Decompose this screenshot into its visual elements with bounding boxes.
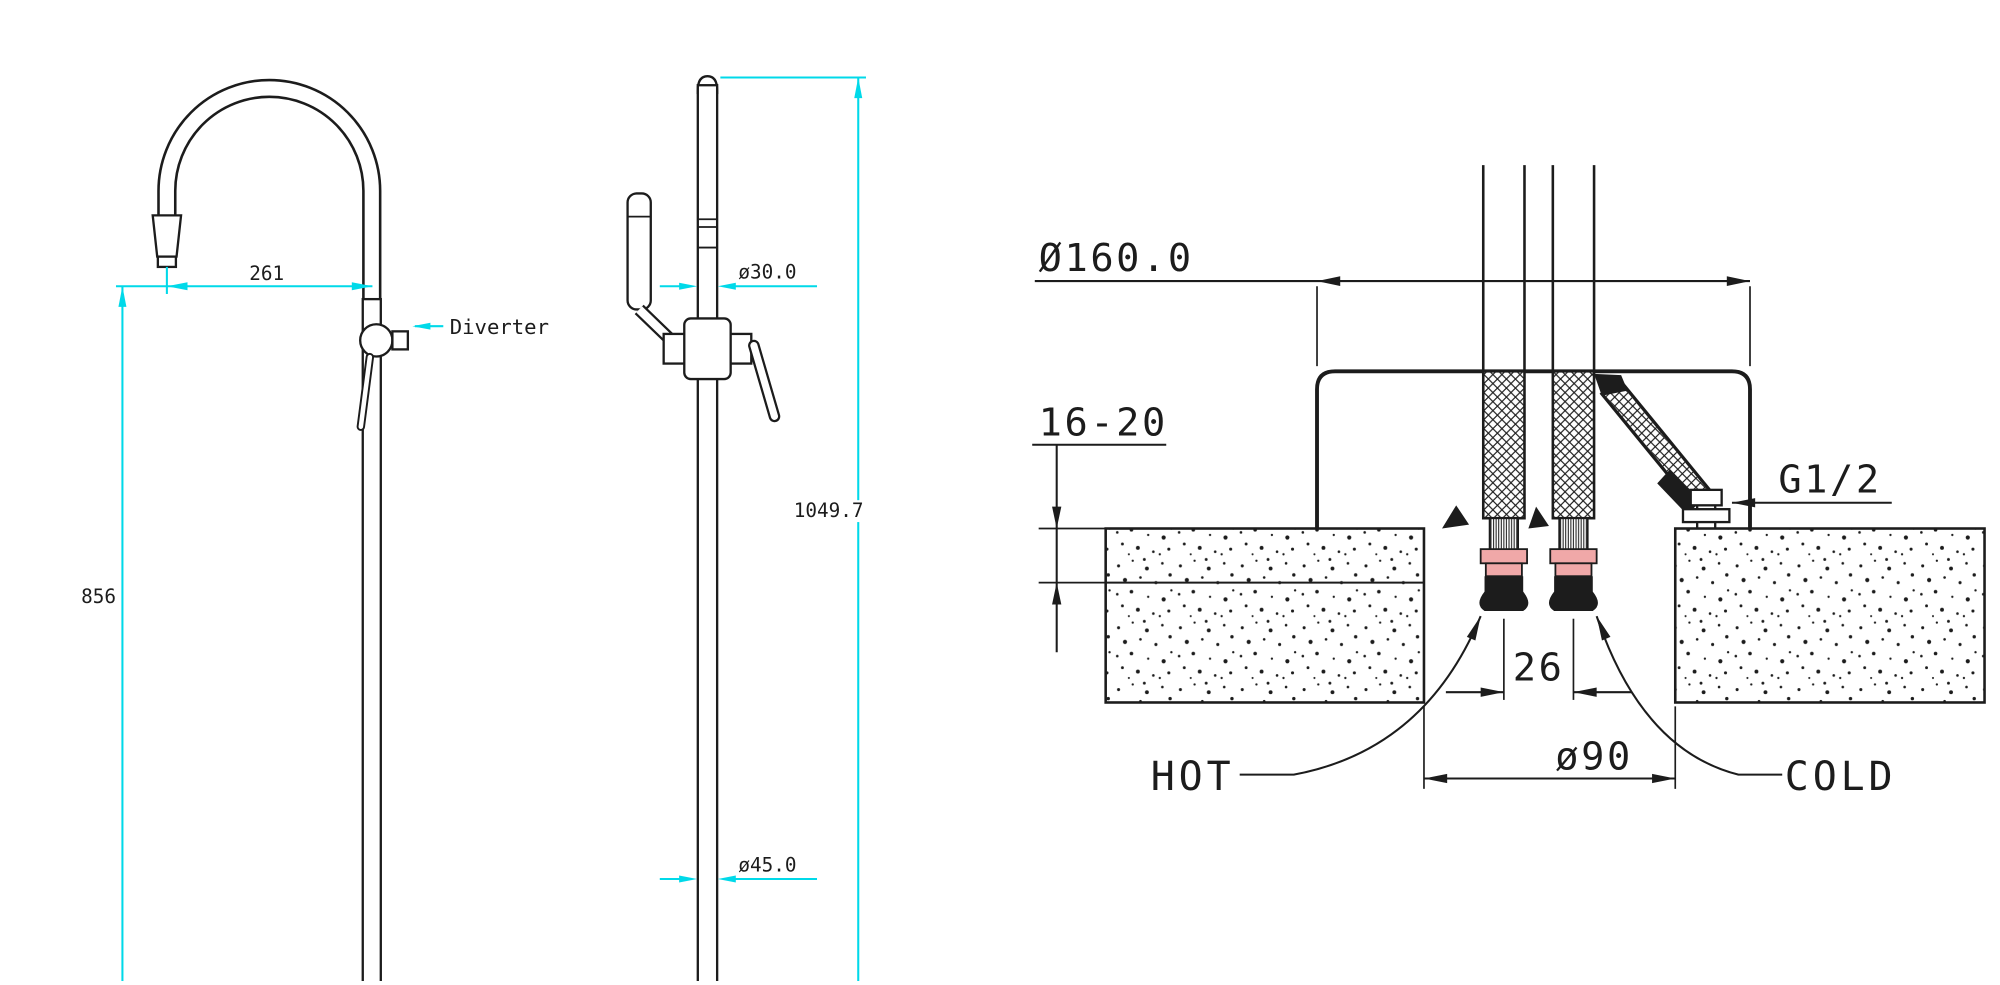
- cold-leader-line: [1595, 615, 1783, 776]
- column-joint-lines: [697, 218, 718, 249]
- ink-layer: [151, 75, 1986, 985]
- dimension-labels: 261 856 Diverter ø30.0 1049.7 ø45.0 Ø160…: [81, 236, 1897, 877]
- hot-washer-upper: [1479, 548, 1528, 565]
- hose-left-braided: [1481, 370, 1526, 520]
- installation-detail: [1032, 165, 1986, 789]
- overall-height-label-mask: [791, 500, 866, 523]
- cold-inlet-nut: [1548, 576, 1598, 611]
- inlet-washers: [1479, 548, 1598, 578]
- dim-deck-thickness: 16-20: [1039, 401, 1168, 446]
- faucet-column-front: [696, 84, 719, 985]
- label-thread-size: G1/2: [1778, 457, 1881, 502]
- floor-slab-right: [1673, 527, 1986, 704]
- dim-column-diameter: ø30.0: [738, 261, 796, 284]
- mounting-cover: [1315, 369, 1752, 529]
- angled-hose-top-elbow: [1594, 373, 1628, 396]
- dim-spout-reach: 261: [249, 262, 284, 285]
- spout-nozzle: [151, 214, 183, 269]
- hot-leader-line: [1239, 615, 1482, 776]
- dim-cover-diameter: Ø160.0: [1039, 236, 1194, 281]
- floor-slab-left: [1104, 527, 1426, 704]
- hot-washer-lower: [1484, 562, 1523, 578]
- hot-inlet-threaded-stub: [1488, 517, 1520, 552]
- dim-hole-diameter: ø90: [1555, 734, 1633, 779]
- side-view-faucet: [151, 78, 410, 985]
- gooseneck-spout: [157, 78, 382, 331]
- label-cold: COLD: [1785, 754, 1897, 800]
- inlet-lock-nuts: [1479, 576, 1598, 611]
- cold-inlet-threaded-stub: [1558, 517, 1589, 552]
- dim-inlet-spacing: 26: [1513, 646, 1565, 691]
- hose-angled-braided: [1599, 377, 1713, 508]
- dim-base-column-diameter: ø45.0: [738, 853, 796, 876]
- hot-inlet-nut: [1479, 576, 1529, 611]
- detail-dimension-lines: [1032, 280, 1892, 780]
- label-diverter: Diverter: [450, 315, 549, 339]
- cross-body: [662, 317, 753, 381]
- hose-junction-fittings: [1442, 373, 1702, 529]
- cyan-arrowheads: [118, 77, 863, 883]
- cold-washer-lower: [1554, 562, 1593, 578]
- diverter-knob: [359, 323, 410, 358]
- detail-arrowheads: [1052, 276, 1756, 784]
- hose-right-braided: [1551, 370, 1596, 520]
- supply-hose-lines-top: [1481, 165, 1596, 372]
- deck-clamp-left: [1442, 505, 1470, 529]
- label-hot: HOT: [1151, 754, 1235, 800]
- cyan-dimension-lines: [115, 76, 866, 985]
- dim-spout-height: 856: [81, 585, 116, 608]
- deck-clamp-middle: [1528, 506, 1549, 529]
- detail-extension-lines: [1038, 286, 1751, 789]
- diverter-lever-front: [748, 339, 781, 423]
- faucet-column-side: [361, 297, 382, 985]
- dim-overall-height: 1049.7: [794, 499, 864, 522]
- diverter-lever-side: [356, 352, 375, 431]
- cold-washer-upper: [1549, 548, 1598, 565]
- front-view-faucet: [626, 75, 781, 985]
